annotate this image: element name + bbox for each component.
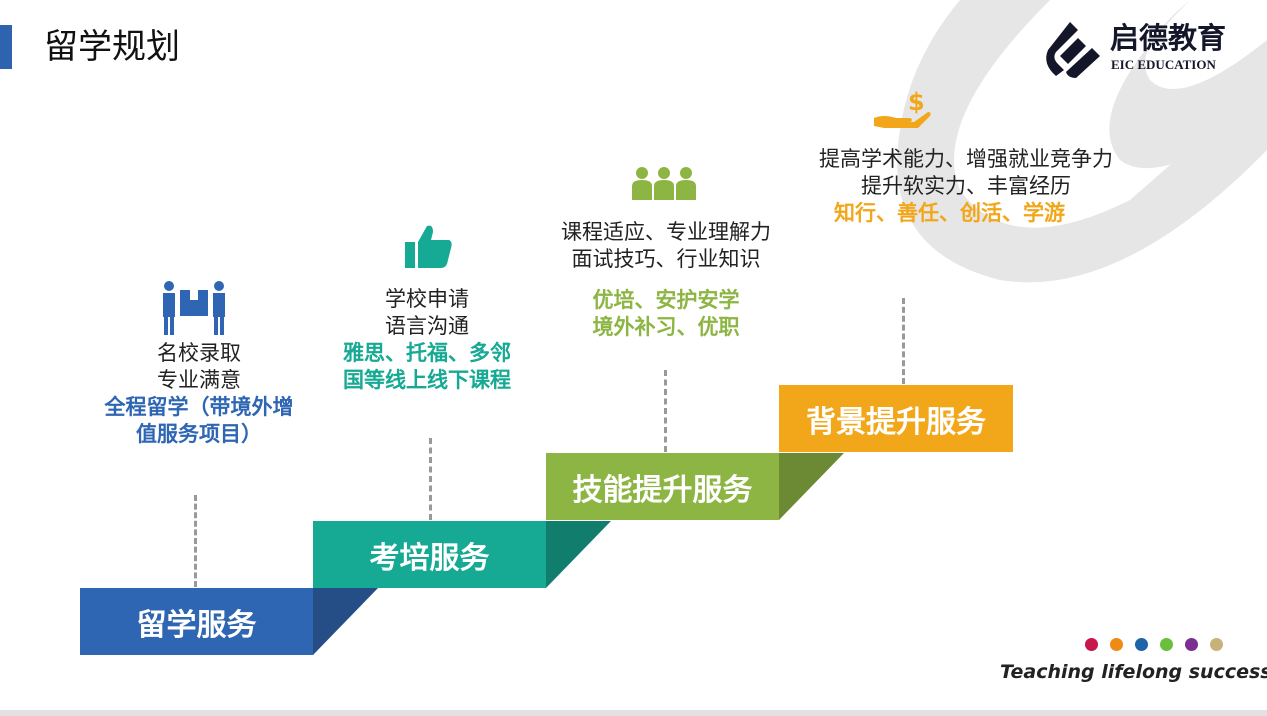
spacer xyxy=(548,273,784,287)
desc-line: 面试技巧、行业知识 xyxy=(571,247,761,271)
logo-text-en: EIC EDUCATION xyxy=(1111,57,1216,72)
step-study-abroad: 留学服务 xyxy=(80,588,313,655)
step-test-prep: 考培服务 xyxy=(313,521,546,588)
dot xyxy=(1210,638,1223,651)
highlight-line: 全程留学（带境外增 xyxy=(104,395,294,419)
thumbs-up-icon xyxy=(405,225,452,268)
desc-line: 语言沟通 xyxy=(385,314,469,338)
desc-line: 学校申请 xyxy=(385,287,469,311)
step4-description: 提高学术能力、增强就业竞争力 提升软实力、丰富经历 知行、善任、创活、学游 xyxy=(796,146,1136,227)
svg-text:$: $ xyxy=(908,88,925,116)
page-title: 留学规划 xyxy=(44,27,180,67)
logo-text-cn: 启德教育 xyxy=(1110,21,1227,55)
money-hand-icon: $ xyxy=(874,88,931,128)
desc-line: 提升软实力、丰富经历 xyxy=(861,174,1071,198)
highlight-line: 国等线上线下课程 xyxy=(343,368,511,392)
team-group-icon xyxy=(632,167,696,200)
dot xyxy=(1135,638,1148,651)
dot xyxy=(1085,638,1098,651)
step-background-upgrade: 背景提升服务 xyxy=(779,385,1013,452)
highlight-line: 雅思、托福、多邻 xyxy=(343,341,511,365)
step2-description: 学校申请 语言沟通 雅思、托福、多邻 国等线上线下课程 xyxy=(320,286,534,394)
desc-line: 课程适应、专业理解力 xyxy=(561,220,771,244)
eic-logo-icon xyxy=(1046,22,1100,78)
connector-line xyxy=(902,298,905,384)
dot xyxy=(1185,638,1198,651)
desc-line: 专业满意 xyxy=(157,368,241,392)
desc-line: 提高学术能力、增强就业竞争力 xyxy=(819,147,1113,171)
step-skill-upgrade: 技能提升服务 xyxy=(546,453,779,520)
connector-line xyxy=(664,370,667,452)
highlight-line: 知行、善任、创活、学游 xyxy=(834,201,1065,225)
slogan: Teaching lifelong success xyxy=(1000,661,1267,683)
brand-dots xyxy=(1085,638,1223,651)
desc-line: 名校录取 xyxy=(157,341,241,365)
highlight-line: 值服务项目） xyxy=(136,422,262,446)
highlight-line: 优培、安护安学 xyxy=(592,288,740,312)
step1-description: 名校录取 专业满意 全程留学（带境外增 值服务项目） xyxy=(88,340,310,448)
bottom-divider xyxy=(0,710,1267,716)
connector-line xyxy=(429,438,432,520)
dot xyxy=(1160,638,1173,651)
people-moving-box-icon xyxy=(163,281,225,335)
connector-line xyxy=(194,495,197,587)
dot xyxy=(1110,638,1123,651)
highlight-line: 境外补习、优职 xyxy=(592,315,740,339)
step3-description: 课程适应、专业理解力 面试技巧、行业知识 优培、安护安学 境外补习、优职 xyxy=(548,219,784,341)
title-accent-bar xyxy=(0,25,12,69)
